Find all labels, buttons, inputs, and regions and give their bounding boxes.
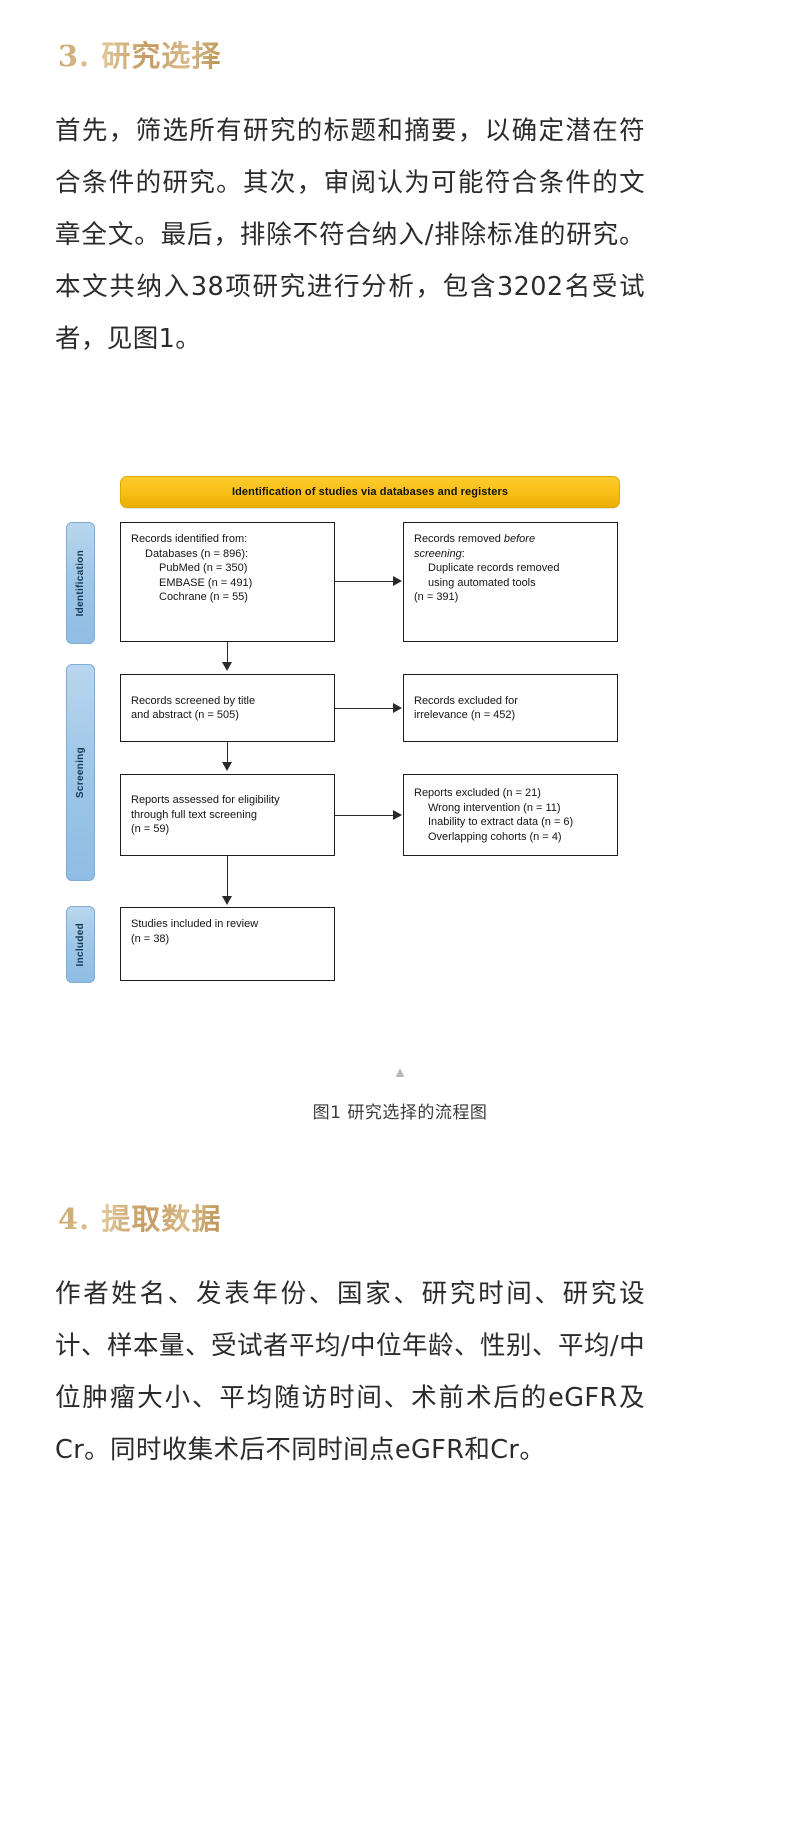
- studies-included-line1: Studies included in review: [131, 918, 259, 930]
- section-heading-3: 3. 研究选择: [58, 33, 221, 75]
- records-removed-line2: screening:: [414, 547, 607, 562]
- records-identified-line3: PubMed (n = 350): [159, 562, 248, 574]
- records-removed-line1: Records removed before: [414, 533, 535, 545]
- arrowhead-identified-to-screened: [222, 662, 232, 671]
- flow-banner-identification: Identification of studies via databases …: [120, 476, 620, 508]
- connector-assessed-to-included: [227, 856, 229, 898]
- records-screened-line2: and abstract (n = 505): [131, 709, 239, 721]
- records-removed-line1-text: Records removed: [414, 533, 504, 545]
- prisma-flow-diagram: Identification of studies via databases …: [58, 466, 628, 1036]
- stage-label-screening: Screening: [66, 664, 95, 881]
- stage-label-included: Included: [66, 906, 95, 983]
- reports-assessed-line2: through full text screening: [131, 808, 257, 821]
- reports-assessed-line3: (n = 59): [131, 823, 170, 836]
- reports-assessed-line1: Reports assessed for eligibility: [131, 794, 280, 807]
- box-studies-included: Studies included in review (n = 38): [120, 907, 335, 981]
- arrowhead-identified-to-removed: [393, 576, 402, 586]
- figure-caption: 图1 研究选择的流程图: [312, 1103, 488, 1123]
- records-removed-line1-italic: before: [503, 533, 536, 545]
- box-records-removed: Records removed before screening: Duplic…: [403, 522, 618, 642]
- stage-label-identification: Identification: [66, 522, 95, 644]
- arrowhead-assessed-to-included: [222, 896, 232, 905]
- section-heading-4: 4. 提取数据: [58, 1196, 221, 1238]
- box-reports-assessed: Reports assessed for eligibility through…: [120, 774, 335, 856]
- reports-excluded-line4: Overlapping cohorts (n = 4): [428, 830, 562, 843]
- arrowhead-screened-to-assessed: [222, 762, 232, 771]
- records-removed-line4: using automated tools: [428, 576, 536, 589]
- connector-assessed-to-excluded: [335, 815, 394, 817]
- box-reports-excluded: Reports excluded (n = 21) Wrong interven…: [403, 774, 618, 856]
- connector-screened-to-excluded: [335, 708, 394, 710]
- section-3-paragraph: 首先，筛选所有研究的标题和摘要，以确定潜在符合条件的研究。其次，审阅认为可能符合…: [55, 116, 645, 354]
- box-records-identified: Records identified from: Databases (n = …: [120, 522, 335, 642]
- records-identified-line5: Cochrane (n = 55): [159, 591, 248, 603]
- records-excluded-line2: irrelevance (n = 452): [414, 709, 516, 721]
- box-records-screened: Records screened by title and abstract (…: [120, 674, 335, 742]
- collapse-caret-icon[interactable]: ▲: [392, 1064, 408, 1081]
- connector-identified-to-screened: [227, 642, 229, 664]
- records-removed-line2-italic: screening: [414, 547, 462, 560]
- stage-label-identification-text: Identification: [75, 549, 86, 617]
- records-identified-line4: EMBASE (n = 491): [159, 576, 253, 589]
- arrowhead-screened-to-excluded: [393, 703, 402, 713]
- section-4-paragraph: 作者姓名、发表年份、国家、研究时间、研究设计、样本量、受试者平均/中位年龄、性别…: [55, 1279, 645, 1465]
- stage-label-screening-text: Screening: [75, 746, 86, 799]
- records-removed-line3: Duplicate records removed: [428, 562, 560, 574]
- stage-label-included-text: Included: [75, 922, 86, 967]
- records-identified-line1: Records identified from:: [131, 533, 248, 545]
- records-removed-line2-tail: :: [461, 547, 465, 560]
- connector-identified-to-removed: [335, 581, 394, 583]
- reports-excluded-line1: Reports excluded (n = 21): [414, 787, 541, 799]
- connector-screened-to-assessed: [227, 742, 229, 764]
- records-identified-line2: Databases (n = 896):: [145, 547, 249, 560]
- reports-excluded-line2: Wrong intervention (n = 11): [428, 801, 561, 814]
- records-excluded-line1: Records excluded for: [414, 694, 518, 707]
- records-removed-line5: (n = 391): [414, 591, 459, 603]
- reports-excluded-line3: Inability to extract data (n = 6): [428, 816, 574, 828]
- studies-included-line2: (n = 38): [131, 932, 170, 945]
- arrowhead-assessed-to-excluded: [393, 810, 402, 820]
- records-screened-line1: Records screened by title: [131, 694, 256, 707]
- box-records-excluded: Records excluded for irrelevance (n = 45…: [403, 674, 618, 742]
